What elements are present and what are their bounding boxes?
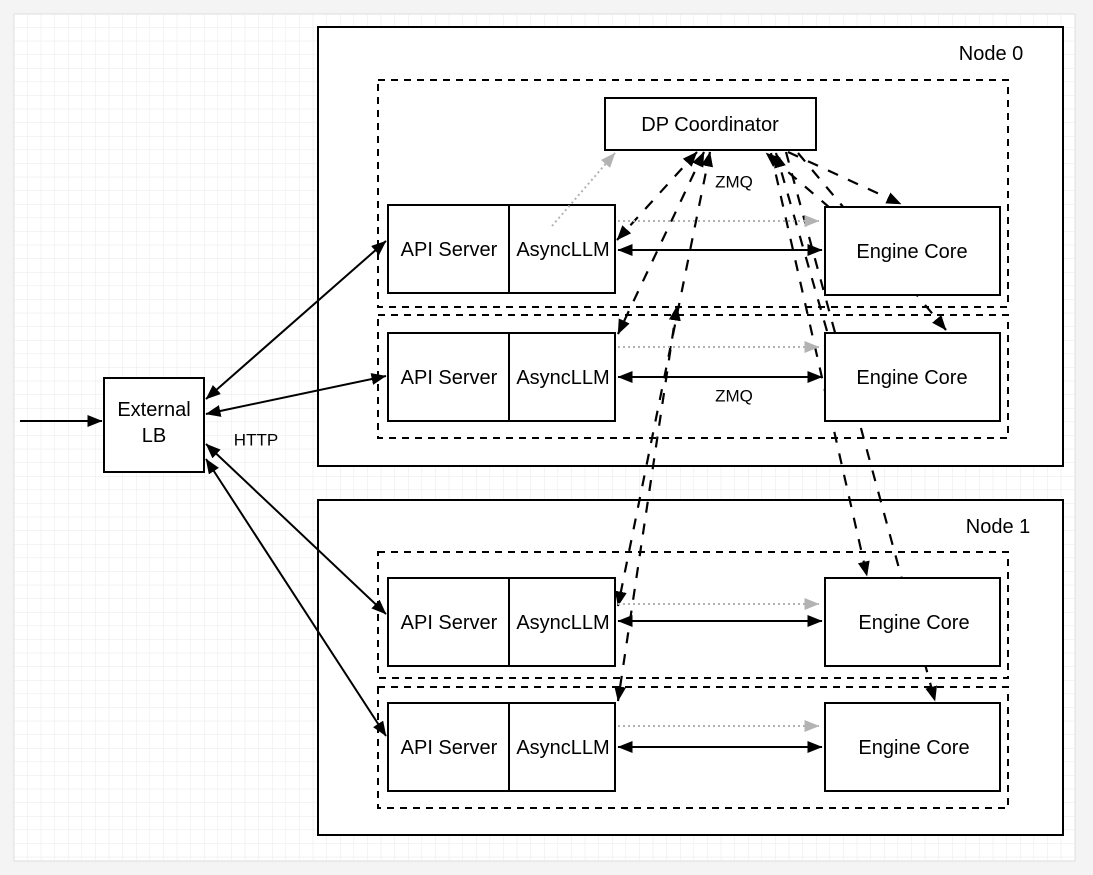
dashed-arrow-coordinator-enginecore3 xyxy=(769,152,870,577)
arrow-http-lb-api1 xyxy=(205,240,387,400)
external-lb-label-line2: LB xyxy=(142,425,166,447)
external-lb-label-line1: External xyxy=(117,399,190,421)
dp-coordinator-box xyxy=(604,97,817,151)
api-server-label-1: API Server xyxy=(401,239,498,261)
dashed-arrow-coordinator-enginecore4 xyxy=(784,151,937,702)
api-server-label-4: API Server xyxy=(401,737,498,759)
arrow-http-lb-api4 xyxy=(205,458,387,737)
asyncllm-label-1: AsyncLLM xyxy=(516,239,609,261)
node1-rank1-group xyxy=(377,686,1009,809)
node1-rank0-api-box xyxy=(387,577,616,667)
asyncllm-label-2: AsyncLLM xyxy=(516,367,609,389)
engine-core-label-1: Engine Core xyxy=(856,241,967,263)
dp-coordinator-label: DP Coordinator xyxy=(641,114,779,136)
asyncllm-label-4: AsyncLLM xyxy=(516,737,609,759)
node1-label: Node 1 xyxy=(966,516,1031,538)
node0-rank0-engine-core-box xyxy=(824,206,1001,296)
node0-rank1-api-box xyxy=(387,332,616,422)
node1-rank1-api-box xyxy=(387,702,616,792)
engine-core-label-4: Engine Core xyxy=(858,737,969,759)
arrow-http-lb-api2 xyxy=(205,373,387,417)
external-lb-box xyxy=(103,377,205,473)
http-label: HTTP xyxy=(234,431,278,450)
node1-rank0-engine-core-box xyxy=(824,577,1001,667)
zmq-label-coordinator: ZMQ xyxy=(715,173,753,192)
api-server-label-3: API Server xyxy=(401,612,498,634)
engine-core-label-2: Engine Core xyxy=(856,367,967,389)
node1-rank1-engine-core-box xyxy=(824,702,1001,792)
zmq-label-row2: ZMQ xyxy=(715,387,753,406)
node0-rank1-engine-core-box xyxy=(824,332,1001,422)
dotted-arrow-asyncllm1-coordinator xyxy=(551,152,616,227)
engine-core-label-3: Engine Core xyxy=(858,612,969,634)
api-server-label-2: API Server xyxy=(401,367,498,389)
node0-rank0-api-box xyxy=(387,204,616,294)
node0-label: Node 0 xyxy=(959,43,1024,65)
dashed-arrow-enginecore2-coordinator xyxy=(774,152,829,332)
asyncllm-label-3: AsyncLLM xyxy=(516,612,609,634)
